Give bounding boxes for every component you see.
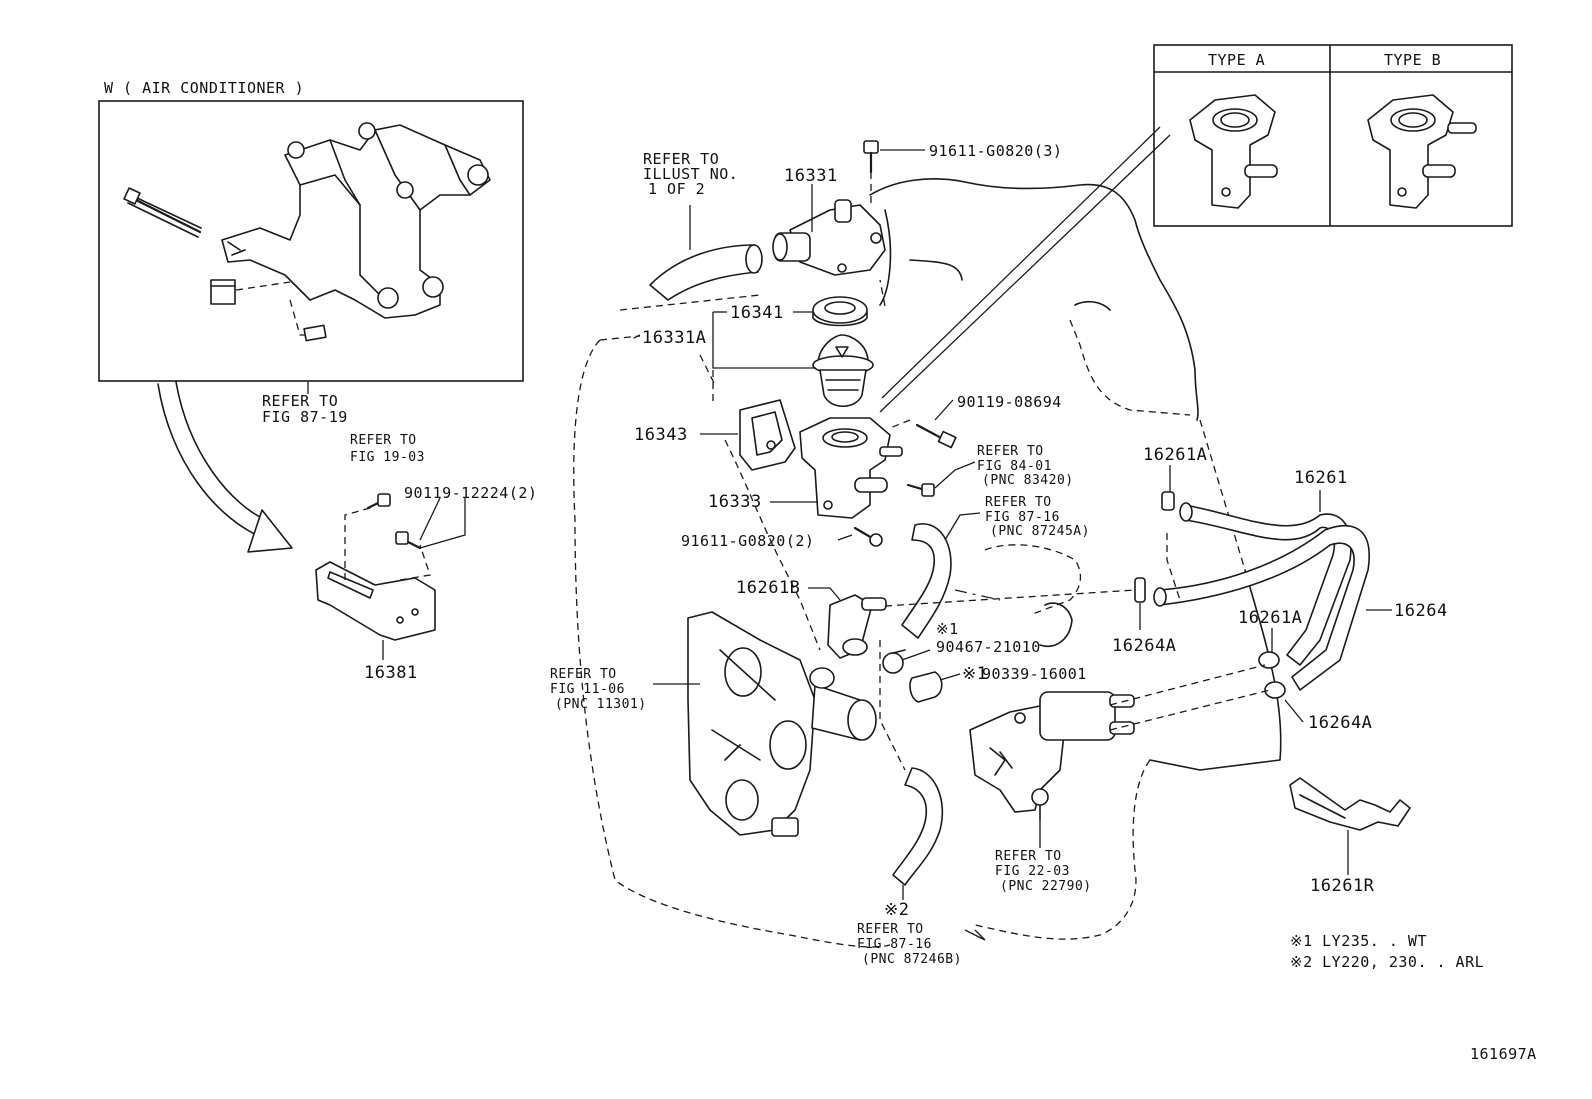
- type-a-housing: [1189, 94, 1278, 209]
- label-91611-lower: 91611-G0820(2): [681, 532, 814, 550]
- label-16331: 16331: [784, 166, 838, 186]
- label-16261B: 16261B: [736, 578, 800, 598]
- engine-outline: [573, 178, 1282, 948]
- inset-title: W ( AIR CONDITIONER ): [104, 79, 304, 97]
- arrow-shaft-inner: [175, 381, 273, 524]
- label-90467-21010: 90467-21010: [936, 638, 1041, 656]
- inset-frame: [98, 100, 524, 382]
- hose-16261: [1184, 504, 1352, 666]
- arrow-shaft-outer: [157, 383, 269, 541]
- refer-8401-l3: (PNC 83420): [982, 473, 1074, 488]
- gasket-16343: [739, 399, 796, 471]
- label-16341: 16341: [730, 303, 784, 323]
- inlet-housing-16333: [799, 417, 903, 519]
- label-90339-16001: 90339-16001: [982, 665, 1087, 683]
- label-16333: 16333: [708, 492, 762, 512]
- refer-8716b-l3: (PNC 87246B): [862, 952, 962, 967]
- label-16264: 16264: [1394, 601, 1448, 621]
- label-16343: 16343: [634, 425, 688, 445]
- label-90119-08694: 90119-08694: [957, 393, 1062, 411]
- labels: REFER TO ILLUST NO. 1 OF 2 16331 91611-G…: [350, 142, 1537, 1063]
- type-table: TYPE A TYPE B: [879, 44, 1513, 413]
- label-16261A-mid: 16261A: [1238, 608, 1302, 628]
- refer-8401-l2: FIG 84-01: [977, 459, 1052, 474]
- bracket-16381: [315, 507, 436, 641]
- ac-bracket-drawing: [123, 122, 491, 342]
- hose-87245A: [901, 523, 952, 639]
- label-16381: 16381: [364, 663, 418, 683]
- bracket-16261R: [1289, 777, 1411, 831]
- mark-1-a: ※1: [936, 620, 959, 638]
- type-b-header: TYPE B: [1384, 51, 1441, 69]
- refer-illust-l3: 1 OF 2: [648, 180, 705, 198]
- refer-8716b-l1: REFER TO: [857, 922, 924, 937]
- water-outlet-16331: [772, 199, 886, 276]
- inset-refer-line2: FIG 87-19: [262, 408, 348, 426]
- refer-1903-l1: REFER TO: [350, 433, 417, 448]
- label-16261A-top: 16261A: [1143, 445, 1207, 465]
- refer-2203-l3: (PNC 22790): [1000, 879, 1092, 894]
- inset-refer-line1: REFER TO: [262, 392, 338, 410]
- refer-illust-l1: REFER TO: [643, 150, 719, 168]
- figure-id: 161697A: [1470, 1045, 1537, 1063]
- type-table-frame: [1153, 44, 1513, 227]
- timing-cover: [687, 611, 816, 837]
- bolt-90119-08694: [889, 419, 957, 449]
- label-16264A-low: 16264A: [1308, 713, 1372, 733]
- inset-air-conditioner: W ( AIR CONDITIONER ): [98, 79, 524, 553]
- refer-2203-l1: REFER TO: [995, 849, 1062, 864]
- clamp-90467: [882, 649, 906, 674]
- mark-2: ※2: [884, 900, 909, 920]
- label-16331A: 16331A: [642, 328, 706, 348]
- upper-hose: [649, 244, 759, 301]
- clamp-16261A-top: [1161, 491, 1181, 601]
- clip-16264A-mid: [1134, 577, 1146, 603]
- valve-assembly: [969, 691, 1135, 821]
- refer-8716a-l2: FIG 87-16: [985, 510, 1060, 525]
- thermostat: [812, 334, 874, 408]
- pump-pipe: [809, 667, 877, 741]
- elbow-16261B: [827, 594, 887, 659]
- refer-8401-l1: REFER TO: [977, 444, 1044, 459]
- label-16264A-mid: 16264A: [1112, 636, 1176, 656]
- label-16261R: 16261R: [1310, 876, 1375, 896]
- type-b-housing: [1367, 94, 1477, 209]
- bolt-91611-lower: [853, 526, 883, 547]
- label-91611-top: 91611-G0820(3): [929, 142, 1062, 160]
- refer-8716a-l1: REFER TO: [985, 495, 1052, 510]
- refer-1903-l2: FIG 19-03: [350, 450, 425, 465]
- mark-1-b: ※1: [962, 664, 987, 684]
- type-a-header: TYPE A: [1208, 51, 1265, 69]
- arrow-head: [247, 509, 293, 553]
- refer-1106-l2: FIG 11-06: [550, 682, 625, 697]
- note-2: ※2 LY220, 230. . ARL: [1290, 953, 1484, 971]
- refer-1106-l3: (PNC 11301): [555, 697, 647, 712]
- plug-90339: [909, 671, 943, 703]
- leader-lines: [382, 149, 1392, 941]
- refer-illust-l2: ILLUST NO.: [643, 165, 738, 183]
- bolts-90119-12224: [366, 493, 422, 550]
- label-90119-12224: 90119-12224(2): [404, 484, 537, 502]
- refer-8716a-l3: (PNC 87245A): [990, 524, 1090, 539]
- note-1: ※1 LY235. . WT: [1290, 932, 1427, 950]
- hose-16264: [1159, 524, 1370, 691]
- gasket-16341: [812, 296, 868, 327]
- clamps-right: [1258, 651, 1286, 699]
- refer-2203-l2: FIG 22-03: [995, 864, 1070, 879]
- bolt-91611-top: [863, 140, 879, 205]
- bolt-fig8401: [906, 483, 935, 497]
- lower-hose: [892, 767, 944, 886]
- refer-1106-l1: REFER TO: [550, 667, 617, 682]
- label-16261: 16261: [1294, 468, 1348, 488]
- refer-8716b-l2: FIG 87-16: [857, 937, 932, 952]
- center-parts: [315, 140, 1411, 886]
